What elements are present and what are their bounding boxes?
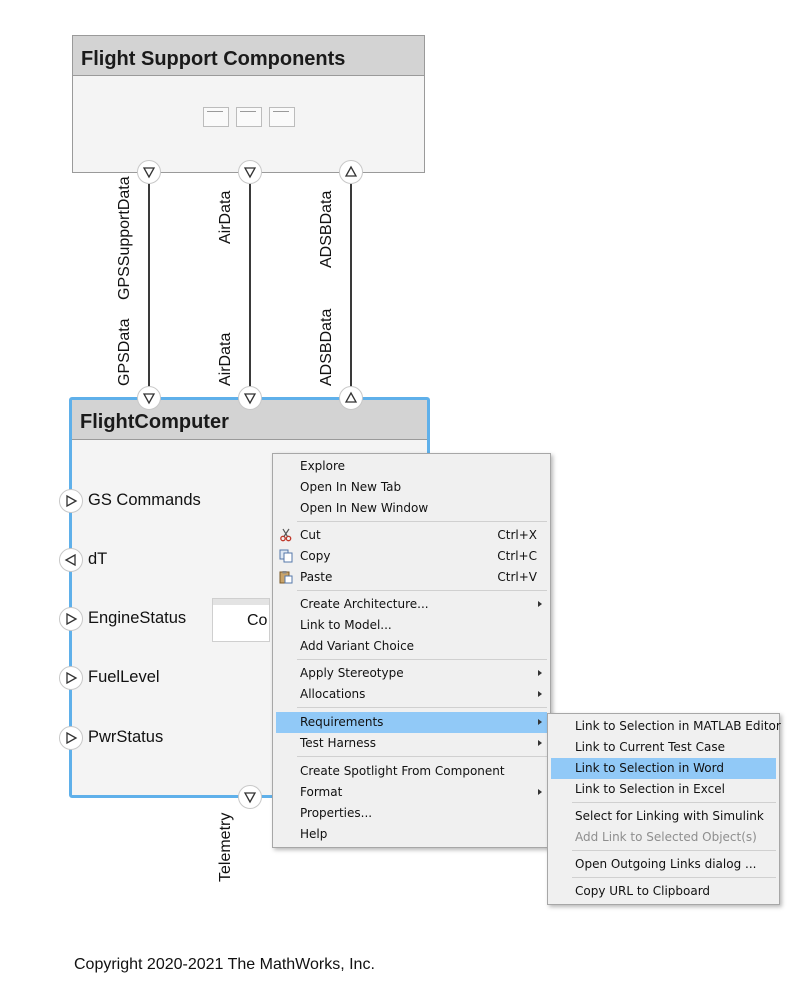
in-port-icon[interactable] [238, 386, 262, 410]
menu-item-paste[interactable]: Paste Ctrl+V [276, 567, 547, 588]
menu-item-explore[interactable]: Explore [300, 459, 346, 473]
inner-component-header [213, 599, 269, 605]
in-port-icon[interactable] [137, 386, 161, 410]
connector-line[interactable] [148, 184, 150, 388]
menu-item-format[interactable]: Format [276, 782, 547, 803]
submenu-item-open-outgoing-links[interactable]: Open Outgoing Links dialog ... [575, 857, 757, 871]
submenu-item-select-for-linking[interactable]: Select for Linking with Simulink [575, 809, 764, 823]
menu-item-test-harness[interactable]: Test Harness [276, 733, 547, 754]
menu-item-create-spotlight[interactable]: Create Spotlight From Component [300, 764, 505, 778]
subcomponent-thumbnail [236, 107, 262, 127]
menu-item-requirements[interactable]: Requirements [276, 712, 547, 733]
component-title: Flight Support Components [73, 36, 424, 76]
submenu-item-copy-url[interactable]: Copy URL to Clipboard [575, 884, 711, 898]
subcomponent-thumbnail [269, 107, 295, 127]
port-label: dT [88, 550, 108, 568]
in-port-icon[interactable] [339, 160, 363, 184]
connector-label: AirData [217, 190, 234, 244]
menu-separator [297, 521, 547, 522]
connector-label: ADSBData [318, 308, 335, 386]
paste-icon [279, 570, 293, 584]
submenu-arrow-icon [538, 719, 542, 725]
menu-separator [572, 850, 776, 851]
submenu-item-link-matlab-editor[interactable]: Link to Selection in MATLAB Editor [575, 719, 781, 733]
inner-component-block[interactable]: Co [212, 598, 270, 642]
port-label: PwrStatus [88, 728, 164, 746]
copyright-text: Copyright 2020-2021 The MathWorks, Inc. [74, 956, 375, 973]
in-port-icon[interactable] [59, 489, 83, 513]
menu-separator [572, 802, 776, 803]
menu-item-add-variant-choice[interactable]: Add Variant Choice [300, 639, 415, 653]
port-label: FuelLevel [88, 668, 160, 686]
port-label: EngineStatus [88, 609, 187, 627]
menu-item-cut[interactable]: Cut Ctrl+X [276, 525, 547, 546]
submenu-item-link-current-test-case[interactable]: Link to Current Test Case [575, 740, 725, 754]
menu-separator [297, 756, 547, 757]
copy-icon [279, 549, 293, 563]
port-label: GS Commands [88, 491, 201, 509]
menu-item-open-in-new-tab[interactable]: Open In New Tab [300, 480, 402, 494]
context-menu: Explore Open In New Tab Open In New Wind… [272, 453, 551, 848]
connector-label: AirData [217, 332, 234, 386]
scissors-icon [279, 528, 293, 542]
menu-item-copy[interactable]: Copy Ctrl+C [276, 546, 547, 567]
menu-item-help[interactable]: Help [300, 827, 328, 841]
connector-label: GPSData [116, 318, 133, 386]
submenu-item-add-link-selected: Add Link to Selected Object(s) [575, 830, 757, 844]
out-port-icon[interactable] [238, 785, 262, 809]
menu-separator [297, 707, 547, 708]
menu-separator [297, 590, 547, 591]
inner-component-label: Co [247, 612, 268, 629]
connector-label: Telemetry [217, 812, 234, 882]
in-port-icon[interactable] [59, 607, 83, 631]
submenu-arrow-icon [538, 670, 542, 676]
menu-item-properties[interactable]: Properties... [300, 806, 373, 820]
out-port-icon[interactable] [59, 548, 83, 572]
connector-line[interactable] [350, 184, 352, 388]
submenu-arrow-icon [538, 691, 542, 697]
menu-item-open-in-new-window[interactable]: Open In New Window [300, 501, 429, 515]
out-port-icon[interactable] [137, 160, 161, 184]
menu-item-allocations[interactable]: Allocations [276, 684, 547, 705]
menu-separator [572, 877, 776, 878]
connector-line[interactable] [249, 184, 251, 388]
flight-support-components-block[interactable]: Flight Support Components [72, 35, 425, 173]
subcomponent-thumbnail [203, 107, 229, 127]
in-port-icon[interactable] [59, 666, 83, 690]
submenu-arrow-icon [538, 601, 542, 607]
submenu-arrow-icon [538, 789, 542, 795]
menu-item-apply-stereotype[interactable]: Apply Stereotype [276, 663, 547, 684]
out-port-icon[interactable] [339, 386, 363, 410]
connector-label: GPSSupportData [116, 176, 133, 300]
submenu-item-link-selection-word[interactable]: Link to Selection in Word [551, 758, 776, 779]
menu-item-link-to-model[interactable]: Link to Model... [300, 618, 392, 632]
menu-separator [297, 659, 547, 660]
in-port-icon[interactable] [59, 726, 83, 750]
menu-item-create-architecture[interactable]: Create Architecture... [276, 594, 547, 615]
submenu-item-link-selection-excel[interactable]: Link to Selection in Excel [575, 782, 725, 796]
out-port-icon[interactable] [238, 160, 262, 184]
submenu-arrow-icon [538, 740, 542, 746]
requirements-submenu: Link to Selection in MATLAB Editor Link … [547, 713, 781, 905]
connector-label: ADSBData [318, 190, 335, 268]
